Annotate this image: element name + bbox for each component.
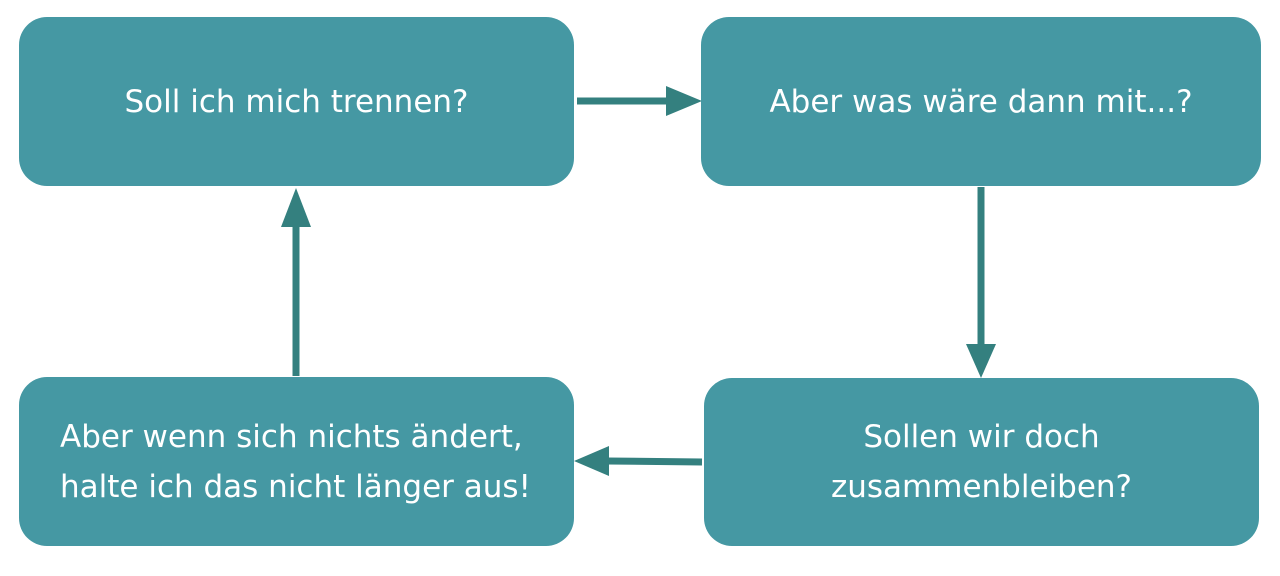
edge-n2-n3	[966, 187, 996, 378]
edge-n1-n2-arrowhead	[666, 86, 702, 116]
edge-n4-n1-arrowhead	[281, 188, 311, 227]
node-4-label: Aber wenn sich nichts ändert, halte ich …	[60, 418, 531, 505]
edge-n2-n3-arrowhead	[966, 344, 996, 378]
node-sollen-wir-zusammenbleiben: Sollen wir doch zusammenbleiben?	[704, 378, 1259, 546]
node-2-label: Aber was wäre dann mit...?	[769, 83, 1193, 120]
node-aber-was-waere-dann: Aber was wäre dann mit...?	[701, 17, 1261, 186]
edge-n4-n1	[281, 188, 311, 376]
edge-n3-n4	[574, 446, 703, 476]
node-3-label: Sollen wir doch zusammenbleiben?	[830, 419, 1132, 505]
edge-n1-n2	[577, 86, 702, 116]
node-soll-ich-mich-trennen: Soll ich mich trennen?	[19, 17, 574, 186]
edge-n3-n4-arrowhead	[574, 446, 609, 476]
node-aber-wenn-sich-nichts-aendert: Aber wenn sich nichts ändert, halte ich …	[19, 377, 574, 546]
edge-n3-n4-line	[606, 457, 703, 466]
node-1-label: Soll ich mich trennen?	[124, 83, 469, 120]
